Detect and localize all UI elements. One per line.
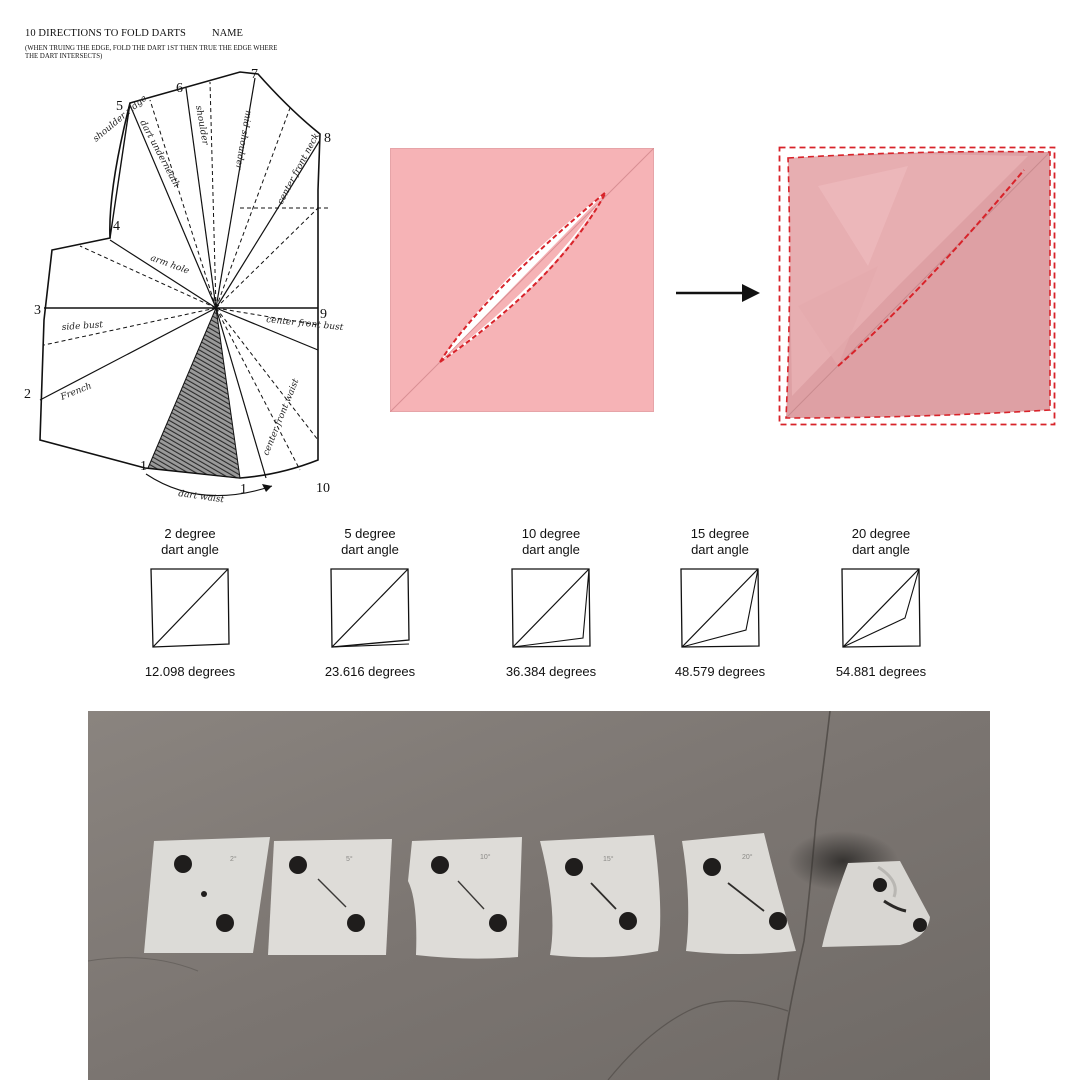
dart-number-1b: 1 [240,482,247,497]
dart-angle-item-10: 10 degree dart angle 36.384 degrees [476,526,626,679]
label-mid-shoulder: mid shoulder [233,109,253,170]
folded-paper-samples-photo: 2° 5° 10° 15° 20° [88,711,990,1080]
label-french: French [58,381,93,403]
paper-sample-15deg: 15° [540,835,661,958]
paper-sample-curled [822,861,930,947]
sheet-name-label: NAME [212,28,243,39]
label-dart-underneath: dart underneath [137,119,181,190]
arrow-right-icon [676,284,760,302]
dart-angle-label: 2 degree dart angle [161,526,219,557]
dart-number-5: 5 [116,99,123,114]
dart-number-10: 10 [316,481,330,496]
label-shoulder: shoulder [193,105,210,147]
dart-angle-item-15: 15 degree dart angle 48.579 degrees [645,526,795,679]
dart-result-angle: 36.384 degrees [505,664,597,679]
dart-number-3: 3 [34,303,41,318]
dart-diagram [680,568,760,648]
paper-sample-20deg: 20° [682,833,796,954]
dart-angle-item-5: 5 degree dart angle 23.616 degrees [295,526,445,679]
dart-angle-item-20: 20 degree dart angle 54.881 degrees [806,526,956,679]
dart-result-angle: 12.098 degrees [144,664,236,679]
dart-number-2: 2 [24,387,31,402]
sheet-title: 10 DIRECTIONS TO FOLD DARTS [25,28,186,39]
label-center-front-waist: center front waist [262,377,302,457]
dart-diagram [841,568,921,648]
dart-number-1a: 1 [140,459,147,474]
pattern-sheet: 10 DIRECTIONS TO FOLD DARTS NAME (WHEN T… [0,0,345,520]
dart-number-6: 6 [176,81,183,96]
dart-number-7: 7 [251,67,258,82]
dart-opening [440,192,606,362]
dart-number-9: 9 [320,307,327,322]
shaded-waist-dart [147,306,241,479]
dart-number-8: 8 [324,131,331,146]
sample-mark: 10° [480,853,491,861]
dart-result-angle: 54.881 degrees [835,664,927,679]
folded-fabric-square [778,146,1056,426]
label-arm-hole: arm hole [149,253,190,276]
dart-result-angle: 23.616 degrees [324,664,416,679]
bodice-dart-diagram: 1 1 2 3 4 5 6 7 8 9 10 shoulder ridge da… [24,67,344,505]
dart-number-4: 4 [113,219,120,234]
label-dart-waist: dart waist [178,489,225,505]
paper-sample-2deg: 2° [144,837,270,953]
sample-mark: 2° [230,855,237,863]
sample-mark: 20° [742,853,753,861]
sheet-note: (WHEN TRUING THE EDGE, FOLD THE DART 1ST… [25,45,278,60]
dart-angle-label: 15 degree dart angle [690,526,750,557]
dart-angle-label: 20 degree dart angle [851,526,911,557]
dart-result-angle: 48.579 degrees [674,664,766,679]
dart-diagram [330,568,410,648]
dart-diagram [150,568,230,648]
dart-diagram [511,568,591,648]
paper-sample-5deg: 5° [268,839,392,955]
dart-angle-item-2: 2 degree dart angle 12.098 degrees [115,526,265,679]
sample-mark: 15° [603,855,614,863]
unfolded-fabric-square [390,148,654,412]
dart-angle-label: 10 degree dart angle [521,526,581,557]
dart-angle-label: 5 degree dart angle [341,526,399,557]
label-center-front-bust: center front bust [266,315,344,333]
label-side-bust: side bust [62,320,104,333]
bodice-outline [39,71,321,479]
paper-sample-10deg: 10° [408,837,522,959]
label-center-front-neck: center front neck [276,132,322,207]
sample-mark: 5° [346,855,353,863]
